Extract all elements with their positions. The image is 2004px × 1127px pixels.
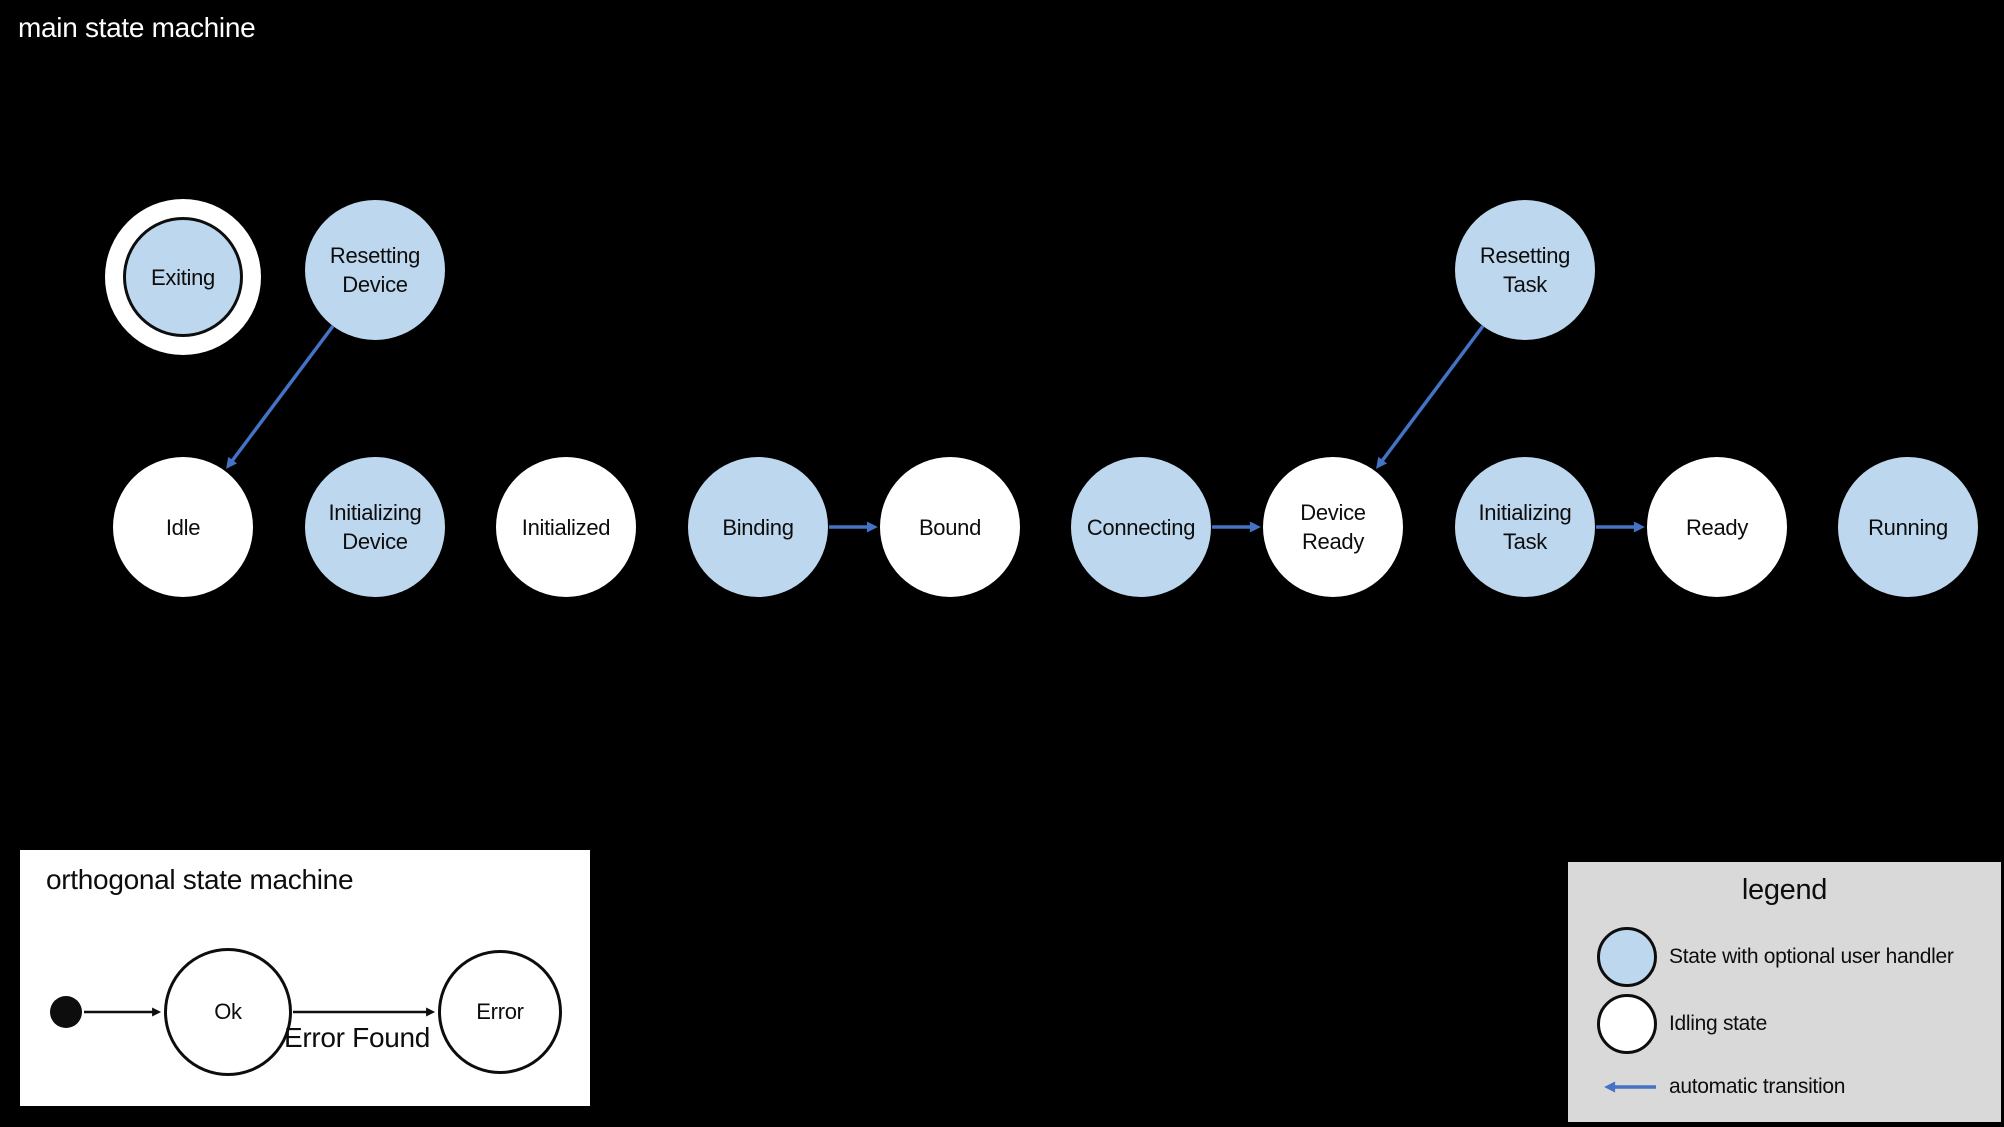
main-machine-title: main state machine — [18, 12, 256, 43]
state-exiting: Exiting — [105, 199, 261, 355]
state-binding: Binding — [688, 457, 828, 597]
state-bound: Bound — [880, 457, 1020, 597]
state-ready: Ready — [1647, 457, 1787, 597]
state-initialized: Initialized — [496, 457, 636, 597]
state-ok: Ok — [164, 948, 292, 1076]
state-initializing-device: Initializing Device — [305, 457, 445, 597]
state-resetting-device: Resetting Device — [305, 200, 445, 340]
transition-label-error-found: Error Found — [283, 1022, 431, 1053]
orthogonal-machine-panel: orthogonal state machine Ok Error Error … — [20, 850, 590, 1106]
state-resetting-task: Resetting Task — [1455, 200, 1595, 340]
state-initializing-task: Initializing Task — [1455, 457, 1595, 597]
state-idle: Idle — [113, 457, 253, 597]
legend-title: legend — [1741, 874, 1828, 906]
legend-item-handler-state: State with optional user handler — [1669, 945, 1954, 968]
transition-resetting-task-to-device-ready — [1376, 324, 1485, 469]
state-error: Error — [438, 950, 562, 1074]
idling-state-swatch-icon — [1597, 994, 1657, 1054]
state-connecting: Connecting — [1071, 457, 1211, 597]
initial-state-dot — [50, 996, 82, 1028]
state-device-ready: Device Ready — [1263, 457, 1403, 597]
handler-state-swatch-icon — [1597, 927, 1657, 987]
orthogonal-machine-title: orthogonal state machine — [46, 864, 354, 895]
transition-resetting-device-to-idle — [226, 324, 335, 469]
state-running: Running — [1838, 457, 1978, 597]
legend-panel: legend State with optional user handler … — [1568, 862, 2001, 1122]
legend-item-idling-state: Idling state — [1669, 1012, 1767, 1035]
state-exiting-label: Exiting — [123, 217, 243, 337]
legend-item-automatic-transition: automatic transition — [1669, 1075, 1846, 1098]
